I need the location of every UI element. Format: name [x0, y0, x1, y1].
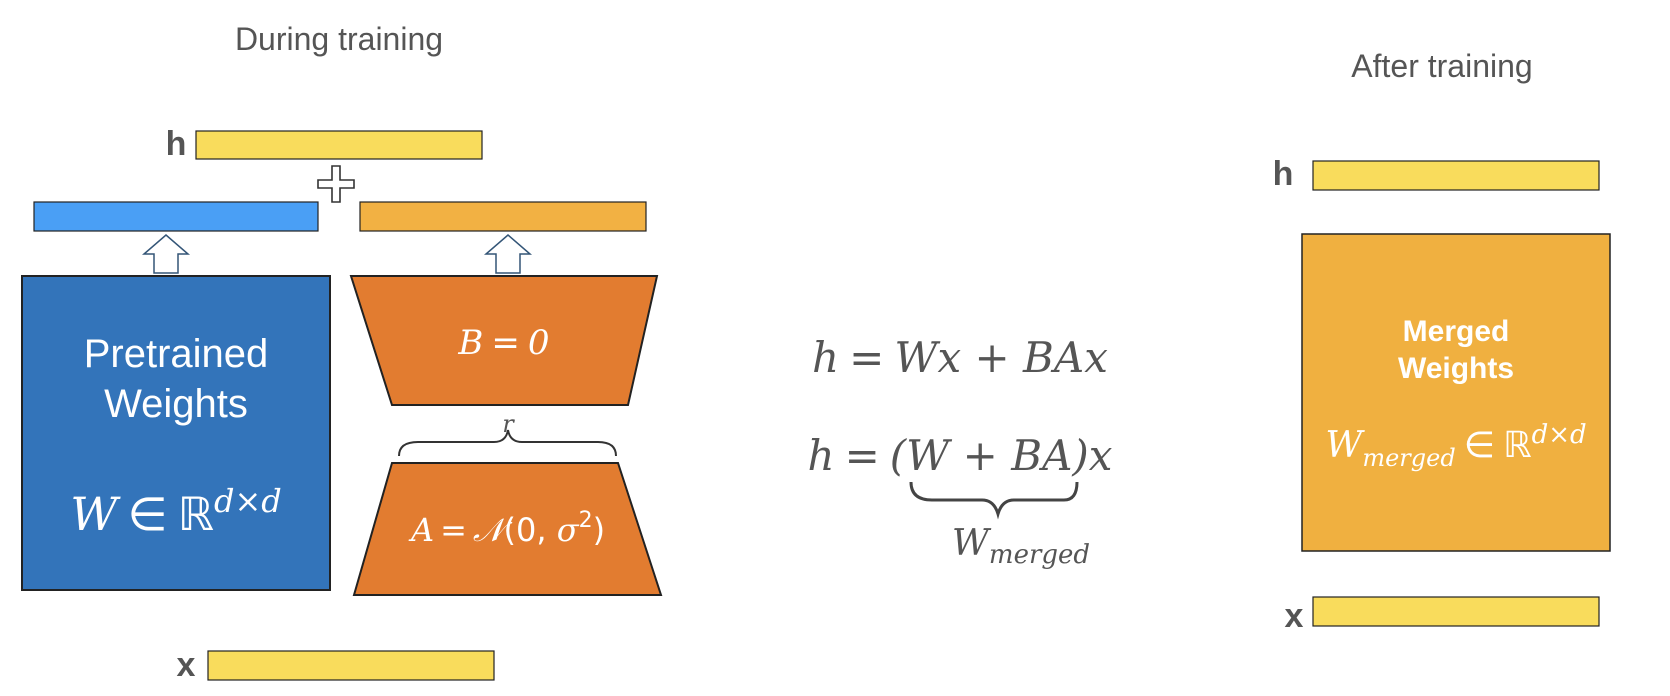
- matrix-a-block: [352, 462, 663, 596]
- merged-line2: Weights: [1398, 352, 1514, 385]
- equation-1: h=Wx + BAx: [812, 333, 1108, 382]
- output-h-label: h: [166, 125, 187, 163]
- pretrained-line1: Pretrained: [84, 332, 269, 376]
- pretrained-formula: W∈ℝd×d: [70, 482, 282, 541]
- lora-output-vector: [359, 201, 647, 232]
- arrow-up-icon-pretrained: [141, 234, 191, 274]
- after-input-x-label: x: [1285, 597, 1304, 635]
- w-merged-label: Wmerged: [952, 523, 1090, 570]
- brace-icon-merged: [909, 481, 1079, 520]
- rank-label: r: [502, 410, 515, 438]
- input-x-label: x: [177, 646, 196, 684]
- during-training-title: During training: [235, 21, 443, 57]
- equation-2: h=(W + BA)x: [808, 431, 1113, 480]
- after-output-h-label: h: [1273, 155, 1294, 193]
- after-training-title: After training: [1351, 48, 1532, 84]
- pretrained-weights-block: [21, 275, 331, 591]
- input-x-vector: [207, 650, 495, 681]
- matrix-a-formula: A=𝒩(0, σ2): [408, 508, 605, 549]
- matrix-b-formula: B=0: [457, 323, 549, 363]
- pretrained-output-vector: [33, 201, 319, 232]
- plus-icon: [317, 165, 355, 203]
- merged-weights-block: [1301, 233, 1611, 552]
- arrow-up-icon-lora: [483, 234, 533, 274]
- merged-line1: Merged: [1403, 315, 1510, 348]
- brace-icon-rank: [398, 429, 617, 457]
- pretrained-line2: Weights: [104, 382, 248, 426]
- merged-formula: Wmerged∈ℝd×d: [1325, 420, 1586, 472]
- after-output-h-vector: [1312, 160, 1600, 191]
- output-h-vector: [195, 130, 483, 160]
- matrix-b-block: [349, 275, 659, 406]
- after-input-x-vector: [1312, 596, 1600, 627]
